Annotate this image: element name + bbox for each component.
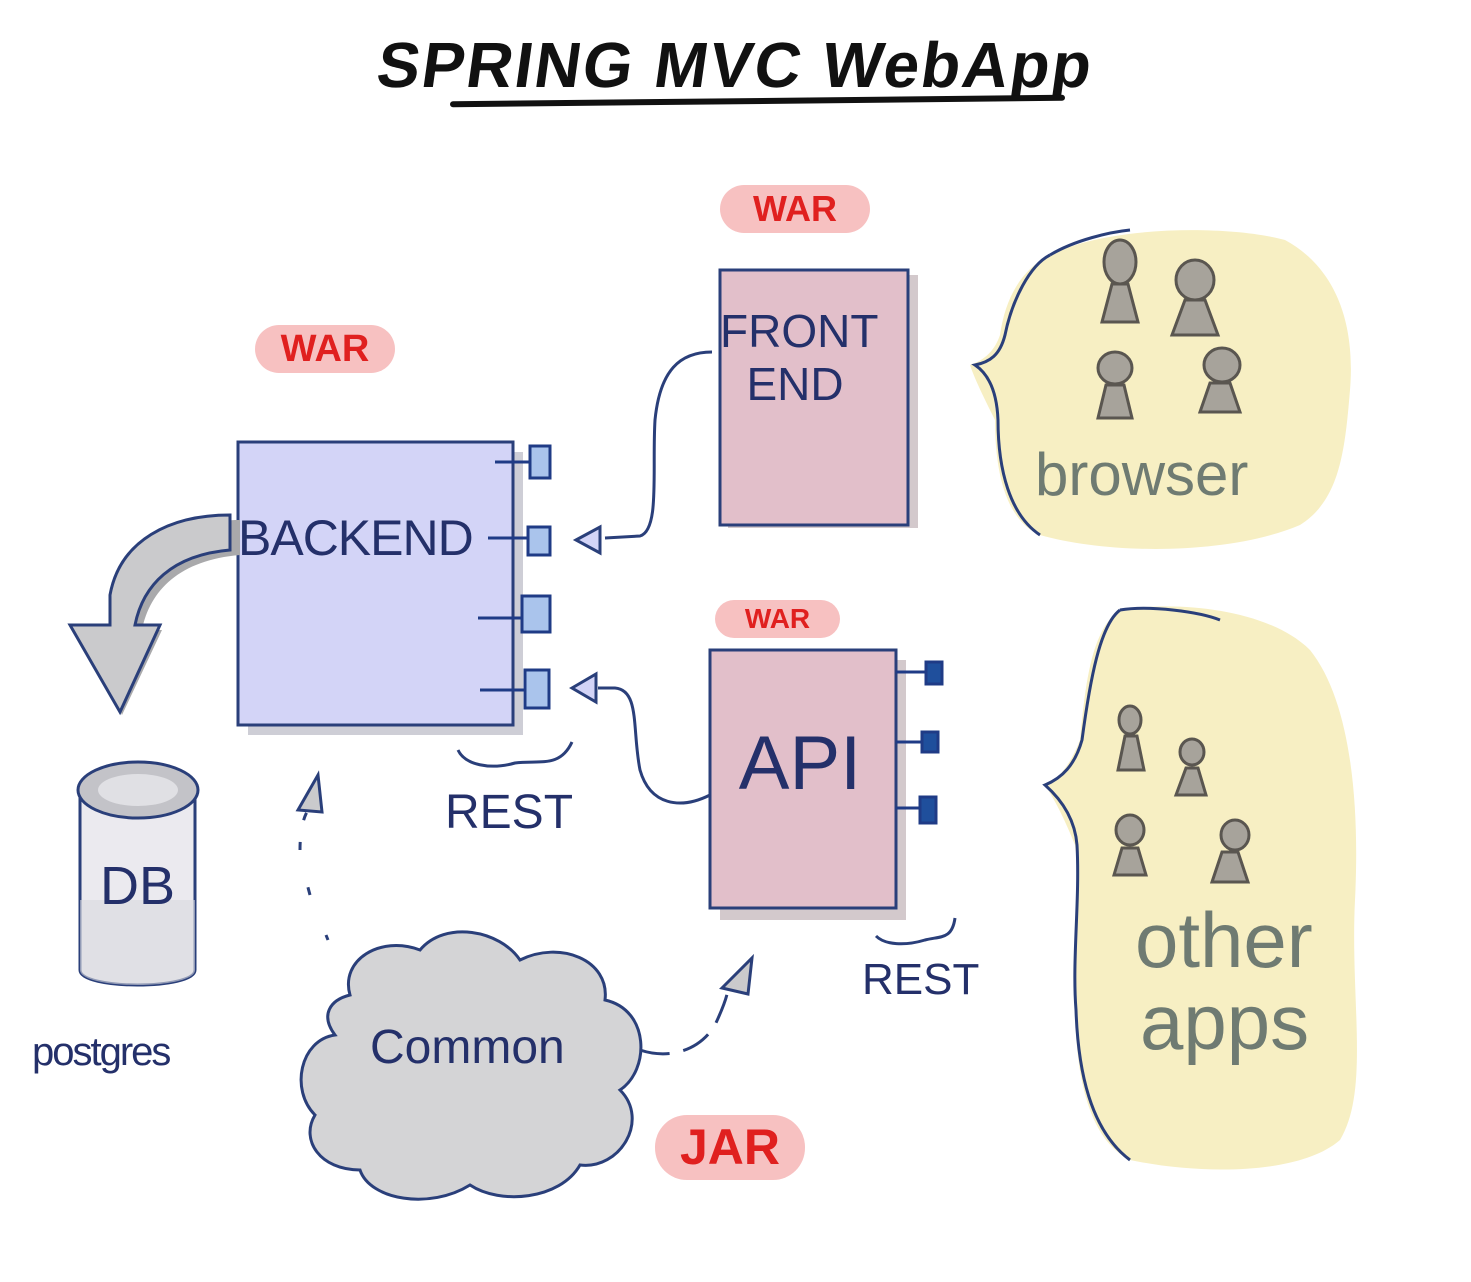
person-icon xyxy=(1100,238,1140,324)
port-icon xyxy=(480,668,551,710)
frontend-label-line2: END xyxy=(746,357,844,410)
backend-label: BACKEND xyxy=(238,510,474,566)
person-icon xyxy=(1116,704,1146,772)
backend-war-tag: WAR xyxy=(255,325,395,373)
api-war-tag-label: WAR xyxy=(744,603,811,634)
api-rest-ports xyxy=(896,660,944,825)
person-icon xyxy=(1173,737,1209,797)
person-icon xyxy=(1209,818,1251,884)
tag-backgrounds xyxy=(255,185,870,1180)
backend-rest-brace xyxy=(456,741,574,768)
port-icon xyxy=(478,594,552,634)
frontend-label: FRONT END xyxy=(720,305,879,411)
port-icon xyxy=(896,795,938,825)
common-jar-tag-label: JAR xyxy=(679,1119,781,1175)
common-jar-tag: JAR xyxy=(655,1115,805,1180)
other-apps-bubble xyxy=(1042,606,1357,1170)
api-box xyxy=(708,648,906,920)
backend-rest-ports xyxy=(478,444,552,710)
frontend-war-tag: WAR xyxy=(720,185,870,233)
page-title: SPRING MVC WebApp xyxy=(372,29,1099,101)
port-icon xyxy=(896,730,940,754)
backend-box xyxy=(236,440,523,735)
backend-war-tag-label: WAR xyxy=(280,328,370,370)
other-apps-label-line1: other xyxy=(1135,896,1313,984)
browser-user-figures xyxy=(1096,238,1243,420)
api-war-tag: WAR xyxy=(715,600,840,638)
other-app-figures xyxy=(1111,704,1251,884)
common-label: Common xyxy=(370,1021,565,1074)
port-icon xyxy=(896,660,944,686)
person-icon xyxy=(1111,813,1149,877)
backend-rest-label: REST xyxy=(445,786,574,839)
common-cloud xyxy=(299,930,643,1201)
other-apps-label: other apps xyxy=(1135,896,1313,1066)
common-to-backend-dashed-arrow xyxy=(295,770,330,941)
db-label: DB xyxy=(99,856,175,916)
api-to-backend-connector xyxy=(569,671,711,805)
person-icon xyxy=(1169,258,1221,337)
backend-to-db-arrow xyxy=(67,513,240,716)
arrowhead-icon xyxy=(569,671,598,705)
browser-label: browser xyxy=(1035,441,1249,508)
person-icon xyxy=(1096,350,1134,420)
port-icon xyxy=(495,444,552,480)
frontend-war-tag-label: WAR xyxy=(753,188,837,229)
api-rest-label: REST xyxy=(862,955,980,1004)
api-rest-brace xyxy=(874,917,957,946)
api-label: API xyxy=(738,721,862,806)
arrowhead-icon xyxy=(572,524,602,556)
other-apps-label-line2: apps xyxy=(1140,977,1310,1066)
person-icon xyxy=(1197,346,1243,414)
port-icon xyxy=(488,525,552,557)
browser-users-bubble xyxy=(970,228,1351,549)
frontend-box xyxy=(718,268,918,528)
common-to-api-dashed-arrow xyxy=(639,953,754,1056)
arrowhead-icon xyxy=(719,953,754,996)
frontend-label-line1: FRONT xyxy=(720,305,879,357)
postgres-label: postgres xyxy=(32,1030,171,1074)
arrowhead-icon xyxy=(295,770,324,814)
db-cylinder xyxy=(76,760,200,987)
frontend-to-backend-connector xyxy=(572,350,713,556)
